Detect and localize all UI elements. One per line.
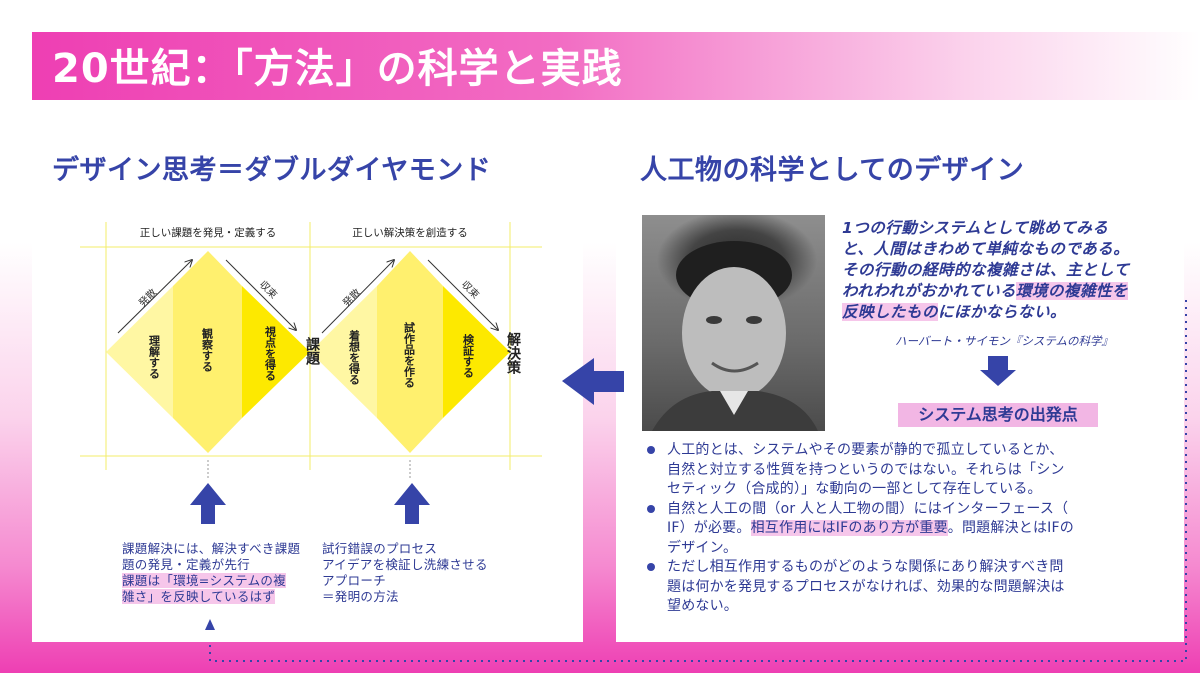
solution-label: 解決策 — [505, 331, 522, 375]
right-heading: 人工物の科学としてのデザイン — [640, 155, 1025, 186]
origin-label: システム思考の出発点 — [898, 403, 1098, 427]
phase-prototype: 試作品を作る — [403, 321, 416, 389]
top-label-1: 正しい課題を発見・定義する — [140, 226, 277, 239]
left-panel — [32, 210, 583, 642]
left-arrow — [562, 358, 624, 405]
quote-highlight: 反映したもの — [842, 303, 939, 321]
caption-problem-highlight: 雑さ」を反映しているはず — [122, 589, 276, 604]
up-arrow-1 — [190, 483, 226, 524]
quote-line: その行動の経時的な複雑さは、主として — [842, 261, 1130, 279]
bullet-list: 人工的とは、システムやその要素が静的で孤立しているとか、 自然と対立する性質を持… — [645, 441, 1165, 617]
converge-label-2: 収束 — [459, 279, 482, 302]
diamond-2-right — [443, 286, 510, 418]
portrait-photo — [642, 215, 825, 431]
simon-quote: 1つの行動システムとして眺めてみる と、人間はきわめて単純なものである。 その行… — [842, 218, 1182, 323]
bullet-line: 望めない。 — [667, 598, 738, 614]
bullet-item: ただし相互作用するものがどのような関係にあり解決すべき問 題は何かを発見するプロ… — [645, 558, 1165, 617]
bullet-item: 自然と人工の間（or 人と人工物の間）にはインターフェース（ IF）が必要。相互… — [645, 500, 1165, 559]
bullet-line: セティック（合成的）」な動向の一部として存在している。 — [667, 481, 1042, 497]
caption-problem: 課題解決には、解決すべき課題 題の発見・定義が先行 課題は「環境=システムの複 … — [122, 541, 300, 605]
caption-problem-line: 題の発見・定義が先行 — [122, 557, 251, 572]
portrait-silhouette — [652, 241, 818, 431]
quote-line: にほかならない。 — [938, 303, 1067, 321]
quote-line: 1つの行動システムとして眺めてみる — [842, 219, 1109, 237]
left-heading: デザイン思考＝ダブルダイヤモンド — [52, 155, 492, 186]
caption-solution-line: アプローチ — [322, 573, 387, 588]
bullet-dot-icon — [647, 563, 655, 571]
quote-attribution: ハーバート・サイモン『システムの科学』 — [895, 334, 1114, 348]
caption-solution: 試行錯誤のプロセス アイデアを検証し洗練させる アプローチ ＝発明の方法 — [322, 541, 488, 605]
caption-problem-line: 課題解決には、解決すべき課題 — [122, 541, 301, 556]
diamond-1-right — [242, 286, 310, 418]
diamond-1-left — [106, 286, 173, 418]
bullet-line: デザイン。 — [667, 539, 738, 556]
quote-line: われわれがおかれている — [842, 282, 1016, 300]
phase-understand: 理解する — [148, 335, 161, 380]
bullet-dot-icon — [647, 504, 655, 513]
bullet-line: IF）が必要。 — [667, 520, 751, 536]
quote-line: と、人間はきわめて単純なものである。 — [842, 240, 1130, 258]
problem-label: 課題 — [304, 336, 320, 366]
bullet-dot-icon — [647, 446, 655, 454]
connector-arrowhead — [205, 619, 215, 630]
bullet-line: 題は何かを発見するプロセスがなければ、効果的な問題解決は — [667, 578, 1065, 595]
caption-solution-line: アイデアを検証し洗練させる — [322, 557, 488, 572]
bullet-line: ただし相互作用するものがどのような関係にあり解決すべき問 — [667, 559, 1064, 575]
bullet-item: 人工的とは、システムやその要素が静的で孤立しているとか、 自然と対立する性質を持… — [645, 441, 1165, 500]
bullet-line: 。問題解決とはIFの — [947, 520, 1074, 536]
up-arrow-2 — [394, 483, 430, 524]
diamond-1-mid — [173, 251, 242, 453]
phase-test: 検証する — [462, 333, 475, 379]
phase-observe: 観察する — [201, 327, 214, 373]
dotted-connector — [209, 300, 1187, 662]
title-bar: 20世紀：「方法」の科学と実践 — [32, 32, 1200, 100]
diamond-2-left — [310, 286, 377, 418]
bullet-line: 自然と人工の間（or 人と人工物の間）にはインターフェース（ — [667, 500, 1069, 517]
caption-solution-line: ＝発明の方法 — [322, 589, 399, 604]
caption-solution-line: 試行錯誤のプロセス — [322, 541, 438, 556]
page-title: 20世紀：「方法」の科学と実践 — [52, 46, 623, 92]
diamond-2-mid — [377, 251, 443, 453]
phase-ideate: 着想を得る — [348, 329, 362, 386]
top-label-2: 正しい解決策を創造する — [352, 226, 468, 239]
caption-problem-highlight: 課題は「環境=システムの複 — [122, 573, 286, 588]
bullet-line: 自然と対立する性質を持つというのではない。それらは「シン — [667, 461, 1065, 478]
bullet-line: 人工的とは、システムやその要素が静的で孤立しているとか、 — [667, 442, 1064, 458]
down-arrow — [980, 356, 1016, 386]
converge-label-1: 収束 — [257, 279, 280, 302]
bullet-highlight: 相互作用にはIFのあり方が重要 — [750, 520, 948, 536]
phase-viewpoint: 視点を得る — [264, 325, 278, 382]
quote-highlight: 環境の複雑性を — [1016, 282, 1129, 300]
